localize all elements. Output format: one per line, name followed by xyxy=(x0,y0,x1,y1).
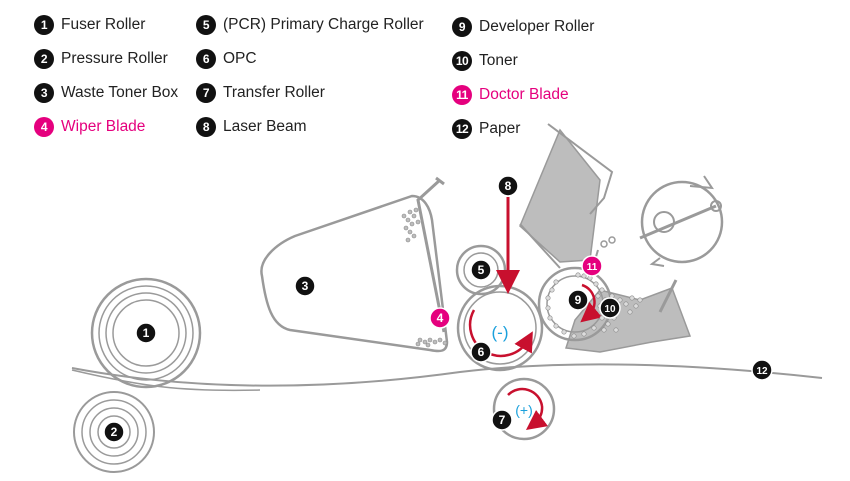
marker-developer: 9 xyxy=(567,289,589,311)
legend-item: 12 Paper xyxy=(452,116,520,142)
marker-number: 4 xyxy=(437,311,444,325)
legend-label: Wiper Blade xyxy=(61,118,146,135)
legend-number-badge: 1 xyxy=(34,15,54,35)
marker-wiper: 4 xyxy=(429,307,451,329)
marker-doctor: 11 xyxy=(581,255,603,277)
marker-number: 10 xyxy=(604,304,616,315)
legend-number-badge: 10 xyxy=(452,51,472,71)
pressure-roller xyxy=(73,391,155,473)
marker-pressure: 2 xyxy=(103,421,125,443)
legend-number-badge: 6 xyxy=(196,49,216,69)
legend-item: 5 (PCR) Primary Charge Roller xyxy=(196,12,424,38)
transfer-charge-label: (+) xyxy=(515,402,533,418)
legend-number-badge: 8 xyxy=(196,117,216,137)
legend-item: 2 Pressure Roller xyxy=(34,46,168,72)
legend-item: 10 Toner xyxy=(452,48,518,74)
marker-number: 3 xyxy=(302,279,309,293)
legend-number-badge: 5 xyxy=(196,15,216,35)
wiper-blade-arm xyxy=(416,178,446,333)
marker-number: 5 xyxy=(478,263,485,277)
marker-number: 6 xyxy=(478,345,485,359)
opc-charge-label: (-) xyxy=(492,323,509,342)
toner-hopper xyxy=(519,128,601,263)
waste-toner-particles xyxy=(401,207,448,348)
legend-label: Toner xyxy=(479,52,518,69)
marker-toner: 10 xyxy=(599,297,621,319)
marker-number: 11 xyxy=(587,262,598,273)
legend-item: 8 Laser Beam xyxy=(196,114,307,140)
legend-number-badge: 4 xyxy=(34,117,54,137)
legend-item: 1 Fuser Roller xyxy=(34,12,145,38)
legend-number-badge: 7 xyxy=(196,83,216,103)
marker-transfer: 7 xyxy=(491,409,513,431)
legend-number-badge: 11 xyxy=(452,85,472,105)
waste-toner-box xyxy=(260,194,449,353)
toner-agitator xyxy=(639,180,724,264)
marker-fuser: 1 xyxy=(135,322,157,344)
legend-item: 7 Transfer Roller xyxy=(196,80,325,106)
legend-label: OPC xyxy=(223,50,257,67)
transfer-roller xyxy=(492,377,556,441)
legend-number-badge: 9 xyxy=(452,17,472,37)
legend-item: 9 Developer Roller xyxy=(452,14,594,40)
paper-path xyxy=(71,363,823,387)
legend-label: Developer Roller xyxy=(479,18,595,35)
legend-item: 3 Waste Toner Box xyxy=(34,80,178,106)
marker-pcr: 5 xyxy=(470,259,492,281)
marker-number: 8 xyxy=(505,179,512,193)
legend-number-badge: 3 xyxy=(34,83,54,103)
legend-label: Transfer Roller xyxy=(223,84,325,101)
marker-laser: 8 xyxy=(497,175,519,197)
toner-particles xyxy=(545,272,643,339)
legend-number-badge: 12 xyxy=(452,119,472,139)
fuser-roller xyxy=(90,277,202,389)
marker-number: 12 xyxy=(756,366,768,377)
transfer-rotation-arrow xyxy=(507,387,542,424)
marker-number: 7 xyxy=(499,413,506,427)
legend-item: 6 OPC xyxy=(196,46,257,72)
marker-number: 2 xyxy=(111,425,118,439)
legend-label: Paper xyxy=(479,120,521,137)
legend: 1 Fuser Roller 2 Pressure Roller 3 Waste Tone… xyxy=(0,0,850,150)
legend-label: Doctor Blade xyxy=(479,86,569,103)
legend-number-badge: 2 xyxy=(34,49,54,69)
legend-label: Waste Toner Box xyxy=(61,84,179,101)
legend-label: Pressure Roller xyxy=(61,50,168,67)
marker-paper: 12 xyxy=(751,359,773,381)
marker-number: 9 xyxy=(575,293,582,307)
marker-number: 1 xyxy=(143,326,150,340)
legend-label: Laser Beam xyxy=(223,118,307,135)
paper-path-lower xyxy=(71,369,261,392)
legend-item: 11 Doctor Blade xyxy=(452,82,569,108)
legend-label: Fuser Roller xyxy=(61,16,146,33)
marker-waste_box: 3 xyxy=(294,275,316,297)
legend-item: 4 Wiper Blade xyxy=(34,114,145,140)
developer-rotation-arrow xyxy=(580,283,603,323)
legend-label: (PCR) Primary Charge Roller xyxy=(223,16,424,33)
marker-opc: 6 xyxy=(470,341,492,363)
toner-hopper-outline xyxy=(547,123,614,215)
